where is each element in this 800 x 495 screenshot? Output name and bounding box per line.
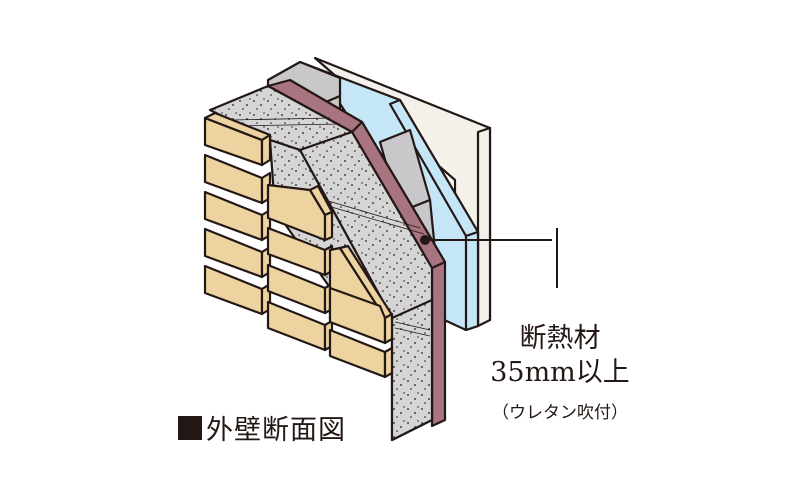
insulation-label-thickness: 35mm以上 (490, 357, 630, 388)
diagram-caption: 外壁断面図 (178, 408, 346, 447)
black-square-icon (178, 415, 202, 440)
caption-text: 外壁断面図 (206, 415, 346, 446)
insulation-label: 断熱材 35mm以上 (470, 322, 650, 390)
insulation-label-title: 断熱材 (519, 323, 601, 354)
callout-leader (420, 228, 558, 288)
brick-tiles (203, 111, 394, 379)
insulation-label-note: （ウレタン吹付） (492, 403, 628, 423)
